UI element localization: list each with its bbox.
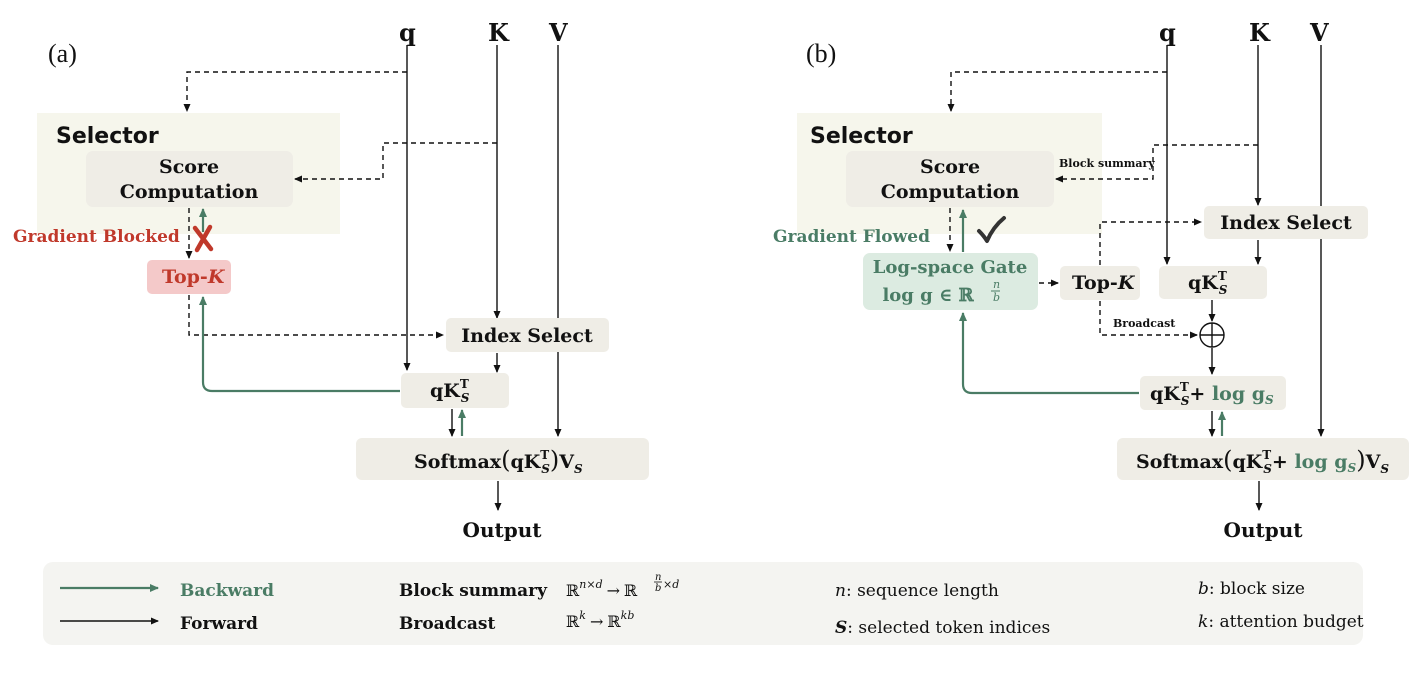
panel-a-score-line1: Score: [159, 156, 219, 178]
panel-a-backward-to-topk-arrow: [199, 296, 400, 393]
legend-block-summary-frac-den: b: [655, 583, 661, 594]
panel-b-score-line1: Score: [920, 156, 980, 178]
plus-icon: [1199, 322, 1225, 348]
panel-b-sum-box: [1140, 376, 1286, 410]
legend-broadcast-math: ℝk→ℝkb: [566, 609, 634, 631]
panel-b-index-select-box: [1204, 206, 1368, 239]
panel-a-input-q: q: [399, 18, 416, 47]
panel-a-input-v: V: [548, 18, 568, 47]
legend-block-summary-math: ℝn×d→ℝ: [566, 578, 638, 600]
panel-b-gate-line2: log g ∈ ℝ: [882, 285, 974, 306]
panel-b-topk-label: Top-K: [1072, 272, 1136, 294]
panel-b-output-label: Output: [1224, 518, 1304, 542]
panel-a-input-k: K: [488, 18, 510, 47]
panel-a-score-box: [86, 151, 293, 207]
legend-block-summary-frac-tail: ×d: [663, 578, 679, 591]
panel-b: (b) q K V Selector Score Computation Blo…: [773, 18, 1409, 542]
panel-a: (a) q K V Selector Score Computation Gra…: [13, 18, 649, 542]
panel-b-input-q: q: [1159, 18, 1176, 47]
panel-a-selector-title: Selector: [56, 124, 159, 149]
panel-b-softmax-box: [1117, 438, 1409, 480]
panel-a-index-select-box: [446, 318, 609, 352]
legend-forward-label: Forward: [180, 614, 258, 634]
panel-b-selector-title: Selector: [810, 124, 913, 149]
panel-b-gate-frac-num: n: [993, 278, 1000, 291]
legend-backward-label: Backward: [180, 581, 274, 601]
panel-b-block-summary-label: Block summary: [1059, 157, 1155, 170]
panel-a-softmax-box: [356, 438, 649, 480]
panel-b-gradient-note: Gradient Flowed: [773, 227, 930, 247]
legend-background: [43, 562, 1363, 645]
panel-a-label: (a): [48, 39, 77, 68]
panel-b-index-select-label: Index Select: [1220, 212, 1352, 234]
panel-a-topk-to-index-arrow: [188, 295, 444, 339]
check-icon: [977, 216, 1006, 243]
legend-k-def: k: attention budget: [1198, 612, 1364, 632]
panel-b-gate-box: [863, 253, 1038, 310]
panel-b-qk-box: [1159, 266, 1267, 299]
panel-b-input-v: V: [1309, 18, 1329, 47]
panel-a-q-to-selector-arrow: [183, 71, 407, 112]
panel-b-q-to-selector-arrow: [947, 71, 1167, 112]
panel-a-output-label: Output: [463, 518, 543, 542]
panel-b-input-k: K: [1249, 18, 1271, 47]
legend-block-summary-label: Block summary: [399, 581, 548, 601]
blocked-x-icon: [192, 224, 214, 253]
panel-b-gate-frac-den: b: [993, 291, 1000, 304]
panel-b-backward-to-gate-arrow: [959, 312, 1139, 395]
legend-broadcast-label: Broadcast: [399, 614, 496, 634]
panel-b-topk-to-plus-arrow: [1099, 301, 1198, 339]
panel-a-score-line2: Computation: [120, 181, 259, 203]
panel-b-score-line2: Computation: [881, 181, 1020, 203]
legend-n-def: n: sequence length: [835, 581, 999, 601]
legend-b-def: b: block size: [1198, 579, 1305, 599]
panel-a-topk-box: [147, 260, 231, 294]
panel-b-k-to-score-arrow: [1055, 144, 1258, 183]
panel-a-topk-label: Top-K: [162, 266, 226, 288]
panel-a-qk-box: [401, 373, 509, 408]
panel-a-gradient-note: Gradient Blocked: [13, 227, 180, 247]
panel-b-gate-line1: Log-space Gate: [873, 257, 1028, 278]
panel-a-k-to-score-arrow: [294, 142, 497, 183]
legend: Backward Forward Block summary ℝn×d→ℝ n …: [43, 562, 1364, 645]
panel-a-index-select-label: Index Select: [461, 325, 593, 347]
legend-block-summary-frac-num: n: [655, 572, 661, 583]
panel-b-topk-to-index-arrow: [1099, 218, 1202, 265]
panel-b-score-box: [846, 151, 1054, 207]
panel-b-topk-box: [1060, 266, 1140, 300]
panel-b-label: (b): [806, 39, 836, 68]
legend-s-def: S: selected token indices: [835, 618, 1050, 638]
panel-b-broadcast-label: Broadcast: [1113, 317, 1176, 330]
